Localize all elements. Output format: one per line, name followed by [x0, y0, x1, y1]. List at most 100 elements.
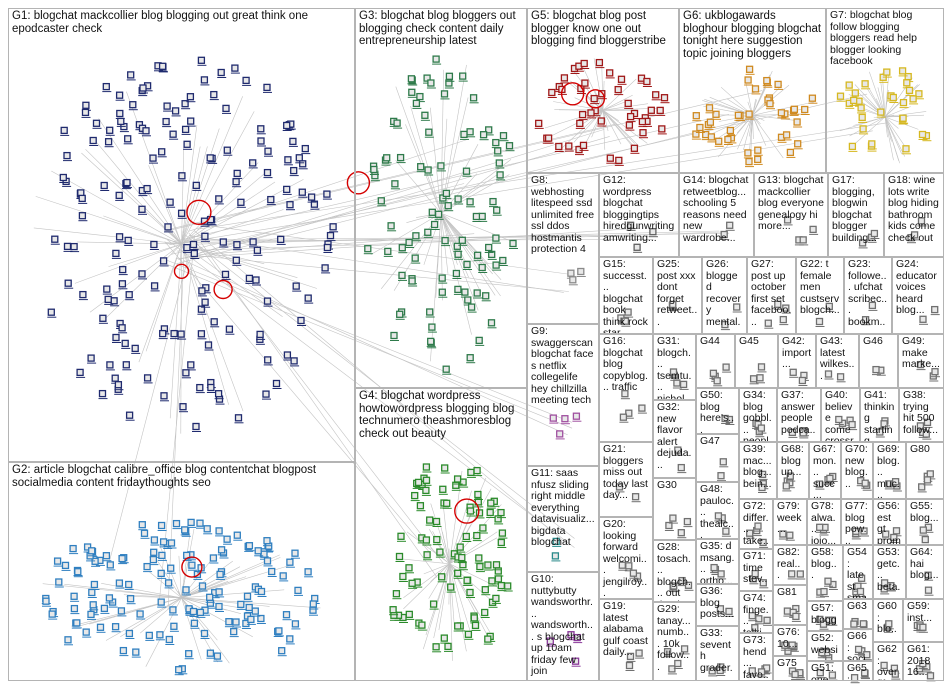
group-label: G53: getc... beta...: [877, 546, 903, 599]
group-label: G19: latest alabama gulf coast daily...: [603, 600, 651, 659]
group-label: G71: time stev...: [743, 550, 769, 591]
group-g8: G8: webhosting litespeed ssd unlimited f…: [527, 173, 599, 324]
group-label: G54: latest sma...: [847, 546, 867, 599]
group-label: G67: mon... succ...: [813, 443, 839, 499]
group-g49: G49: make marke...: [898, 334, 944, 388]
group-g12: G12: wordpress blogchat bloggingtips hir…: [599, 173, 679, 257]
group-g38: G38: trying hit 500 follow...: [899, 388, 944, 442]
group-g70: G70: new blog...: [841, 442, 873, 499]
group-g73: G73: hend... favo...: [739, 633, 773, 681]
group-label: G29: tanay... numb... 10k follow...: [657, 603, 694, 673]
group-g1: G1: blogchat mackcollier blog blogging o…: [8, 8, 355, 462]
group-g48: G48: pauloc... thealc...: [696, 482, 739, 539]
group-label: G80: [910, 443, 930, 455]
group-label: G15: successt... blogchat book think roc…: [603, 258, 648, 334]
group-g29: G29: tanay... numb... 10k follow...: [653, 602, 696, 681]
group-label: G35: d msang... ortho...: [700, 540, 735, 584]
group-label: G65: mond...: [847, 662, 867, 681]
group-label: G1: blogchat mackcollier blog blogging o…: [12, 10, 312, 35]
group-g74: G74: finge... talki...: [739, 591, 773, 633]
group-label: G4: blogchat wordpress howtowordpress bl…: [359, 390, 518, 440]
group-label: G56: est gt prom...: [877, 500, 901, 545]
group-label: G76: 10...: [777, 626, 803, 650]
group-g23: G23: followe... ufchat scribec... bookm.…: [844, 257, 892, 334]
group-g24: G24: educator voices heard blog...: [892, 257, 944, 334]
group-label: G18: wine lots write blog hiding bathroo…: [888, 174, 942, 244]
group-label: G13: blogchat mackcollier blog everyone …: [758, 174, 827, 233]
group-g31: G31: blogch... tsemtu... nichol... miss.…: [653, 334, 696, 400]
group-g2: G2: article blogchat calibre_office blog…: [8, 462, 355, 681]
group-label: G39: mac... blog... bein...: [743, 443, 775, 490]
group-g17: G17: blogging, blogwin blogchat blogger …: [828, 173, 884, 257]
group-g61: G61: 2018 16...: [903, 642, 944, 681]
group-g39: G39: mac... blog... bein...: [739, 442, 777, 499]
group-g72: G72: differ... take...: [739, 499, 773, 549]
group-label: G27: post up october first set faceboo..…: [751, 258, 792, 328]
group-g66: G66: social...: [843, 629, 873, 661]
group-label: G73: hend... favo...: [743, 634, 769, 681]
group-label: G43: latest wilkes...: [820, 335, 855, 382]
group-g34: G34: blog gobbl... peopl...: [739, 388, 777, 442]
group-label: G52: websi...: [811, 632, 838, 660]
group-g4: G4: blogchat wordpress howtowordpress bl…: [355, 388, 527, 681]
group-label: G38: trying hit 500 follow...: [903, 389, 939, 436]
group-label: G46: [863, 335, 883, 347]
group-g55: G55: blog...: [906, 499, 944, 545]
group-g22: G22: t female men custserv blogch...: [796, 257, 844, 334]
group-label: G70: new blog...: [845, 443, 871, 490]
group-g41: G41: thinking starting write...: [860, 388, 899, 442]
group-label: G24: educator voices heard blog...: [896, 258, 940, 317]
group-label: G42: import...: [782, 335, 812, 371]
group-label: G28: tosach... blogch... out thank...: [657, 541, 691, 601]
group-g63: G63: [843, 599, 873, 629]
group-g20: G20: looking forward welcomi... jengilro…: [599, 517, 653, 599]
group-g62: G62: over fifty...: [873, 642, 903, 681]
group-g44: G44: [696, 334, 735, 388]
group-g68: G68: blog up...: [777, 442, 809, 499]
group-label: G59: inst...: [907, 600, 933, 624]
group-label: G31: blogch... tsemtu... nichol... miss.…: [657, 335, 692, 400]
group-g56: G56: est gt prom...: [873, 499, 906, 545]
group-label: G3: blogchat blog bloggers out blogging …: [359, 10, 519, 48]
group-label: G60: blo... bru...: [877, 600, 897, 642]
group-label: G48: pauloc... thealc...: [700, 483, 734, 539]
group-g67: G67: mon... succ...: [809, 442, 841, 499]
group-g30: G30: [653, 478, 696, 540]
group-label: G23: followe... ufchat scribec... bookm.…: [848, 258, 888, 334]
group-label: G82: real...: [777, 546, 803, 582]
group-g9: G9: swaggerscan blogchat face s netflix …: [527, 324, 599, 466]
group-g7: G7: blogchat blog follow blogging blogge…: [826, 8, 944, 173]
group-label: G37: answer people podca...: [781, 389, 818, 442]
group-g13: G13: blogchat mackcollier blog everyone …: [754, 173, 828, 257]
group-label: G30: [657, 479, 677, 491]
group-g47: G47: [696, 434, 739, 482]
group-label: G68: blog up...: [781, 443, 807, 479]
group-label: G6: ukblogawards bloghour blogging blogc…: [683, 10, 825, 60]
group-label: G61: 2018 16...: [907, 643, 934, 679]
group-g52: G52: websi...: [807, 631, 843, 661]
group-label: G58: blog...: [811, 546, 837, 582]
group-g32: G32: new flavor alert dejuda...: [653, 400, 696, 478]
group-label: G25: post xxx dont forget retweet...: [657, 258, 699, 328]
group-label: G50: blog here's...: [700, 389, 735, 434]
group-g59: G59: inst...: [903, 599, 944, 642]
group-label: G16: blogchat blog copyblog... traffic: [603, 335, 648, 394]
group-g6: G6: ukblogawards bloghour blogging blogc…: [679, 8, 826, 173]
group-g3: G3: blogchat blog bloggers out blogging …: [355, 8, 527, 388]
group-g14: G14: blogchat retweetblog... schooling 5…: [679, 173, 754, 257]
group-g27: G27: post up october first set faceboo..…: [747, 257, 796, 334]
group-label: G10: nuttybutty wandsworthr... wandswort…: [531, 573, 593, 678]
group-g37: G37: answer people podca...: [777, 388, 821, 442]
group-label: G78: alwa... jojo...: [811, 500, 837, 545]
group-g21: G21: bloggers miss out today last day...: [599, 442, 653, 517]
group-g51: G51: one...: [807, 661, 843, 681]
group-g54: G54: latest sma...: [843, 545, 873, 599]
group-label: G12: wordpress blogchat bloggingtips hir…: [603, 174, 678, 244]
group-g79: G79: week...: [773, 499, 807, 545]
group-g10: G10: nuttybutty wandsworthr... wandswort…: [527, 572, 599, 681]
group-g18: G18: wine lots write blog hiding bathroo…: [884, 173, 944, 257]
group-label: G41: thinking starting write...: [864, 389, 895, 442]
group-label: G51: one...: [811, 662, 838, 681]
group-g82: G82: real...: [773, 545, 807, 585]
